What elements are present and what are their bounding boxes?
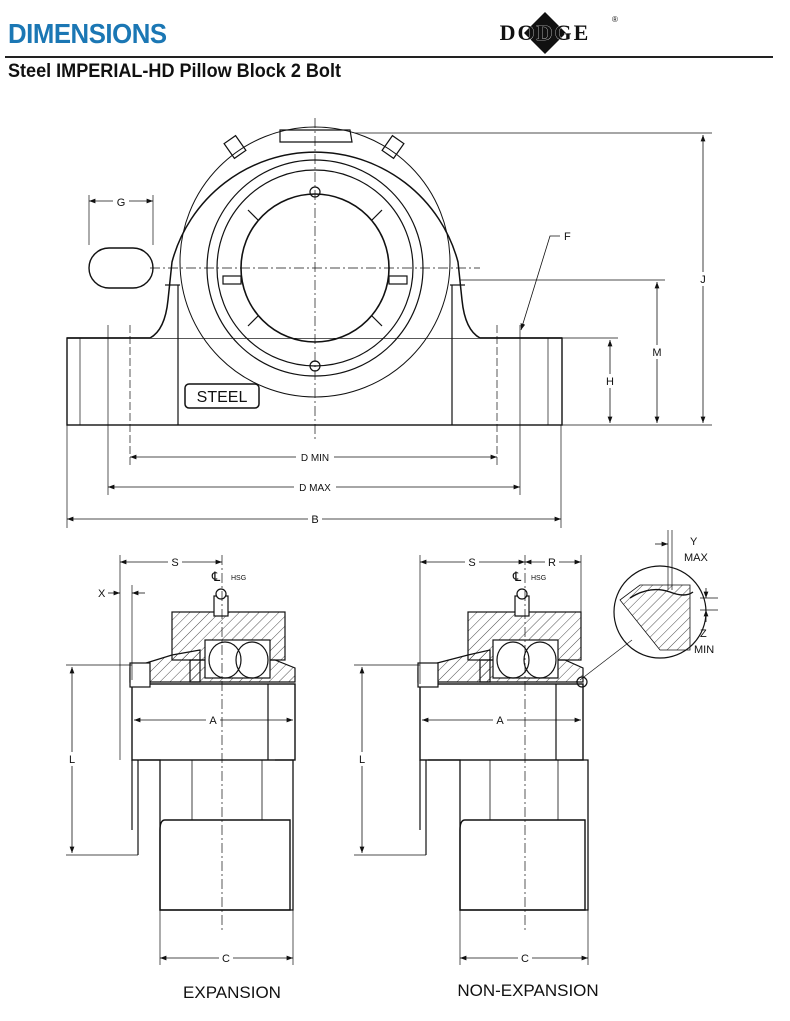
steel-badge [184,383,260,409]
expansion-view: S ℄ HSG X L A C EXPANSION [66,555,296,1002]
dim-f: F [564,231,571,243]
dim-l: L [69,754,75,766]
dim-c: C [222,953,230,965]
svg-text:®: ® [612,15,618,24]
page-title: DIMENSIONS [8,18,167,49]
steel-badge-text: STEEL [197,389,248,406]
dim-j: J [700,274,706,286]
dim-g: G [117,197,126,209]
dim-c: C [521,953,529,965]
svg-text:DODGE: DODGE [500,20,591,45]
dim-m: M [652,347,661,359]
dim-l: L [359,754,365,766]
dim-y-max: MAX [684,552,709,564]
dim-h: H [606,376,614,388]
dim-s: S [468,557,475,569]
grease-fitting-right [381,134,405,160]
page-subtitle: Steel IMPERIAL-HD Pillow Block 2 Bolt [8,61,341,82]
dim-a: A [496,715,504,727]
dim-d-max: D MAX [299,483,331,494]
non-expansion-caption: NON-EXPANSION [457,981,598,1000]
dim-z-min: MIN [694,644,714,656]
centerline-symbol: ℄ [512,569,522,584]
hsg-label: HSG [231,575,246,582]
non-expansion-view: S R ℄ HSG L A C NON-EXPANSION [354,530,718,1000]
base [66,337,563,426]
dim-d-min: D MIN [301,453,329,464]
dodge-logo: DODGE ® [499,12,618,54]
dim-b: B [311,514,318,526]
header-divider [5,56,773,58]
dim-z: Z [700,628,707,640]
dim-r: R [548,557,556,569]
hsg-label: HSG [531,575,546,582]
housing-outline [67,151,562,339]
front-view: STEEL G F J [66,118,712,528]
seal-detail [613,565,707,659]
centerline-symbol: ℄ [211,569,221,584]
expansion-caption: EXPANSION [183,983,281,1002]
bolt-slot [88,247,154,289]
dim-s: S [171,557,178,569]
dim-y: Y [690,536,698,548]
grease-fitting-left [223,134,247,160]
dim-x: X [98,588,106,600]
dim-a: A [209,715,217,727]
